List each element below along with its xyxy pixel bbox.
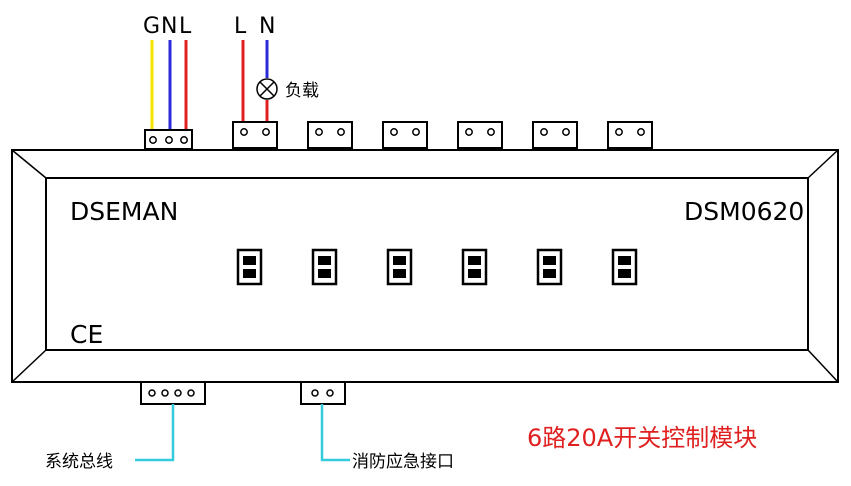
fire-port [300,381,346,405]
output-terminal-3 [382,121,428,168]
output-terminal-4 [457,121,503,168]
channel-switch-1[interactable] [236,248,263,286]
channel-switch-6[interactable] [611,248,638,286]
fire-leader-line [320,404,350,462]
load-label: 负载 [285,81,319,101]
label-l: L [179,14,192,39]
bus-leader-line [135,404,175,462]
load-label-n: N [259,14,275,39]
bus-port [140,381,206,405]
power-terminal [144,129,193,150]
power-input-wires [150,40,188,138]
model-label: DSM0620 [684,197,804,226]
channel-switch-3[interactable] [386,248,413,286]
brand-label: DSEMAN [70,197,178,226]
caption: 6路20A开关控制模块 [527,424,757,452]
bus-port-label: 系统总线 [45,452,113,472]
channel-switches [236,248,638,286]
channel-switch-2[interactable] [311,248,338,286]
label-n: N [161,14,177,39]
output-terminal-5 [532,121,578,168]
module-body [11,149,839,383]
label-g: G [143,14,160,39]
lamp-icon [256,78,278,100]
channel-switch-4[interactable] [461,248,488,286]
output-terminal-6 [607,121,653,168]
fire-port-label: 消防应急接口 [352,452,454,472]
channel-switch-5[interactable] [536,248,563,286]
load-label-l: L [234,14,247,39]
ce-mark: CE [70,320,103,349]
